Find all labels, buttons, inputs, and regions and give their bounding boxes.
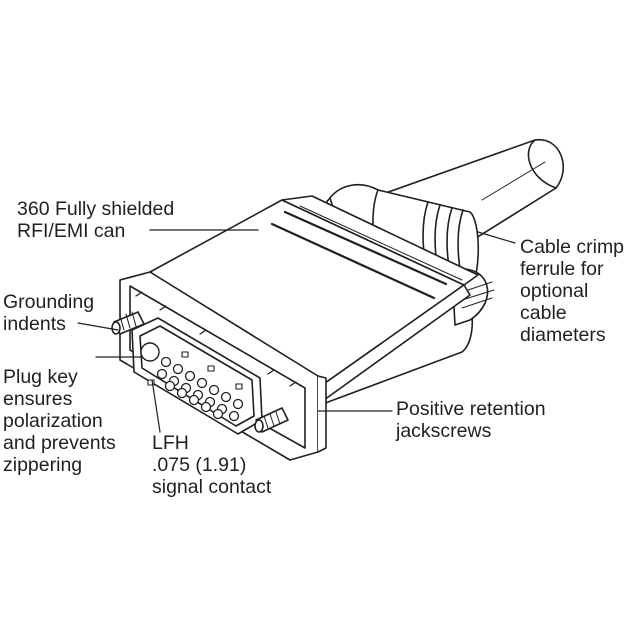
label-line: and prevents <box>3 432 116 454</box>
label-line: signal contact <box>152 476 272 498</box>
label-cable-crimp: Cable crimp ferrule for optional cable d… <box>520 236 624 346</box>
label-line: Positive retention <box>396 398 546 420</box>
label-jackscrews: Positive retention jackscrews <box>396 398 546 442</box>
grounding-indents <box>135 291 297 387</box>
label-line: Grounding <box>3 291 95 313</box>
label-line: zippering <box>3 454 83 476</box>
jackscrew-right <box>254 407 289 433</box>
label-line: indents <box>3 313 66 335</box>
label-line: RFI/EMI can <box>17 220 126 242</box>
label-line: cable <box>520 302 567 324</box>
signal-contacts <box>156 356 244 422</box>
label-shielded-can: 360 Fully shielded RFI/EMI can <box>17 198 174 242</box>
shielded-can <box>149 195 479 401</box>
label-line: 360 Fully shielded <box>17 198 175 220</box>
label-line: .075 (1.91) <box>152 454 247 476</box>
label-lfh-contact: LFH .075 (1.91) signal contact <box>152 432 271 498</box>
label-line: LFH <box>152 432 189 454</box>
leader-lines <box>77 229 516 433</box>
label-line: polarization <box>3 410 103 432</box>
label-line: Plug key <box>3 366 78 388</box>
label-line: ensures <box>3 388 73 410</box>
label-line: Cable crimp <box>520 236 625 258</box>
label-line: ferrule for <box>520 258 604 280</box>
label-grounding: Grounding indents <box>3 291 94 335</box>
label-line: diameters <box>520 324 606 346</box>
label-plug-key: Plug key ensures polarization and preven… <box>3 366 116 476</box>
label-line: optional <box>520 280 589 302</box>
label-line: jackscrews <box>396 420 492 442</box>
